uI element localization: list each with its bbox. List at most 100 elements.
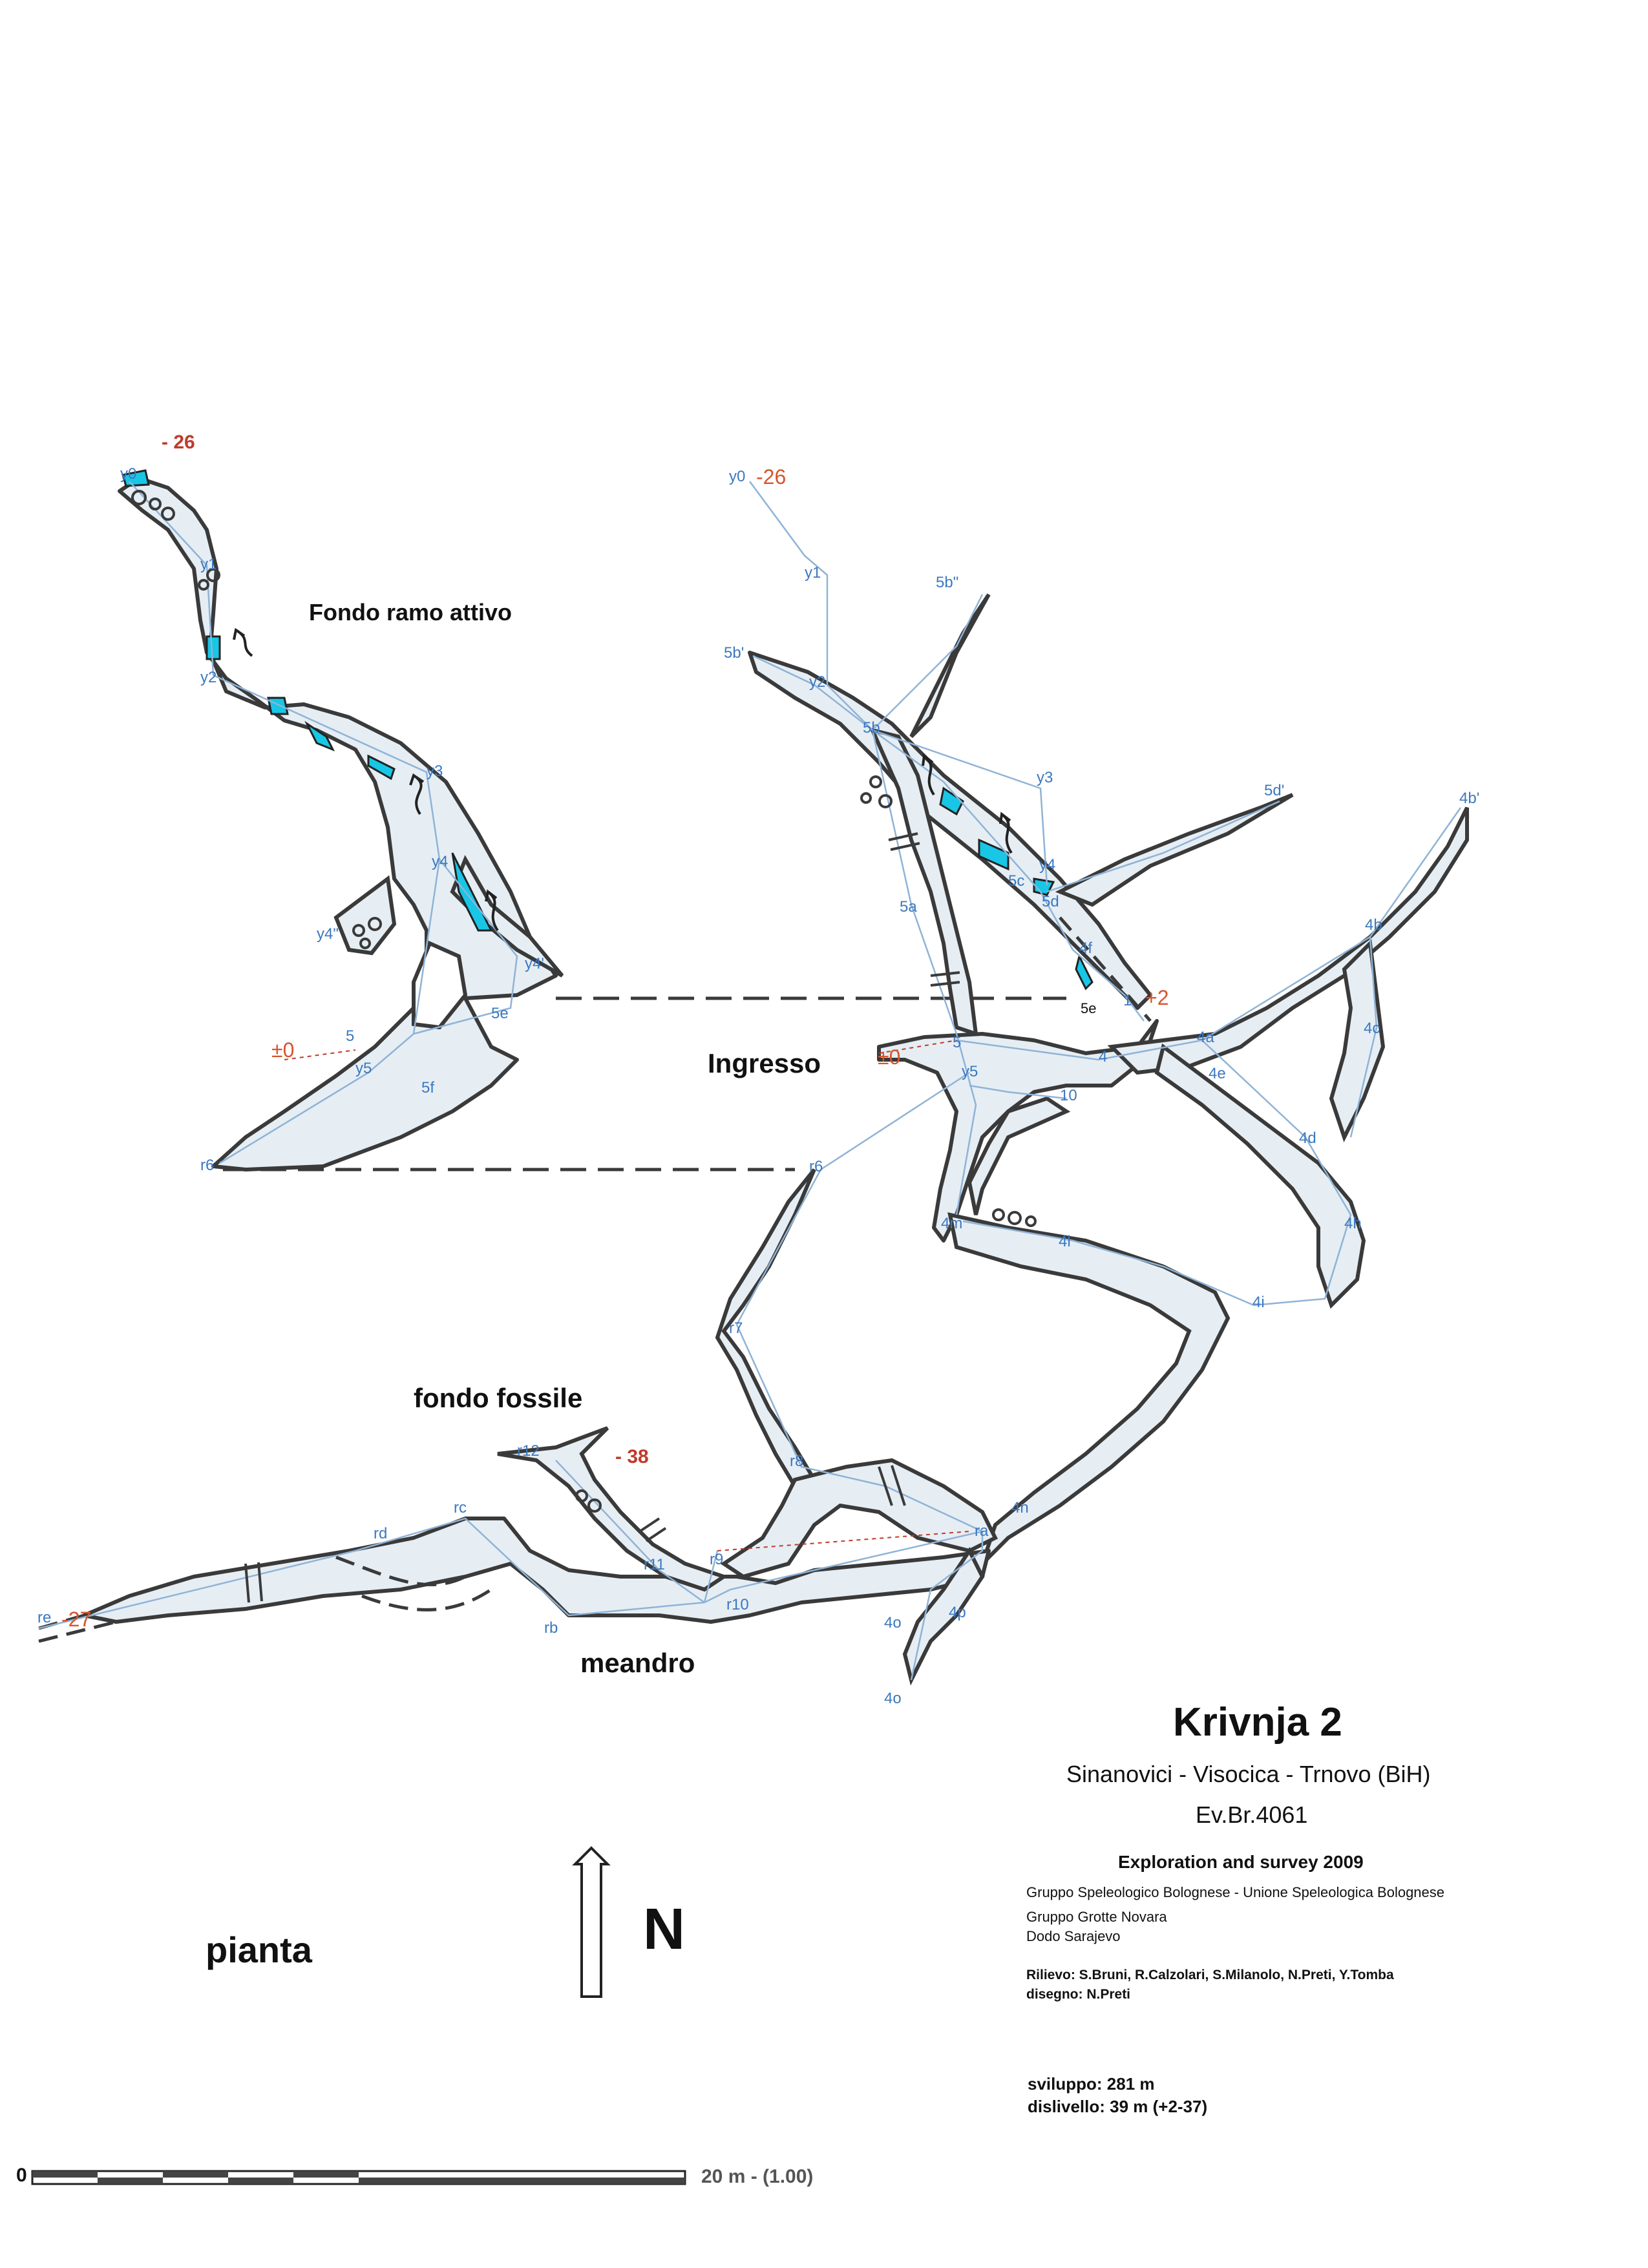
map-exploration: Exploration and survey 2009 <box>1118 1852 1364 1872</box>
station-label: 4o <box>884 1614 902 1632</box>
depth-mark: ±0 <box>878 1045 901 1069</box>
station-label: 5e <box>1081 1000 1097 1016</box>
depth-mark: -27 <box>61 1608 92 1631</box>
station-label: rc <box>454 1499 467 1517</box>
depth-mark: ±0 <box>271 1038 295 1062</box>
station-label: 5c <box>1008 872 1025 890</box>
side-branch-y4d <box>450 855 564 978</box>
water-pool <box>1075 953 1093 991</box>
survey-network <box>38 481 1462 1681</box>
passage-4i <box>947 1212 1231 1566</box>
active-branch-section <box>118 469 1066 1171</box>
station-label: 5a <box>900 898 917 916</box>
branch-5b2 <box>909 593 991 739</box>
station-label: y5 <box>962 1063 978 1080</box>
station-label: y4' <box>525 955 544 972</box>
area-label-active-bottom: Fondo ramo attivo <box>309 599 512 625</box>
water-pool <box>267 697 289 715</box>
station-label: r9 <box>710 1551 724 1568</box>
station-label: 5f <box>421 1079 435 1097</box>
entrance-hall <box>877 1019 1159 1243</box>
station-label: y1 <box>200 556 217 573</box>
station-label: ra <box>975 1522 989 1540</box>
station-label: 4b' <box>1459 790 1480 807</box>
flow-arrow <box>409 773 425 815</box>
north-label: N <box>643 1897 685 1962</box>
survey-line <box>413 859 518 1035</box>
station-label: r6 <box>809 1158 823 1175</box>
station-label: 4l <box>1059 1233 1071 1250</box>
station-label: y4 <box>1039 856 1056 874</box>
water-pool <box>206 635 221 660</box>
side-branch-y4dd <box>333 875 397 956</box>
station-label: 4h <box>1344 1215 1362 1232</box>
meander-passage <box>82 1517 991 1624</box>
station-label: 4e <box>1209 1065 1226 1082</box>
station-label: y4" <box>317 925 339 943</box>
station-label: r11 <box>644 1556 665 1573</box>
passage-4d <box>1154 1043 1366 1309</box>
station-label: y5 <box>355 1060 372 1077</box>
area-label-fossil-bottom: fondo fossile <box>414 1383 583 1413</box>
station-label: r8 <box>790 1453 804 1470</box>
branch-5d <box>1055 793 1294 907</box>
survey-red <box>284 1040 970 1551</box>
area-label-entrance: Ingresso <box>708 1048 821 1078</box>
scale-start-label: 0 <box>16 2165 27 2186</box>
loop-10 <box>967 1096 1071 1215</box>
station-label: 5d <box>1042 893 1059 910</box>
station-label: re <box>37 1609 52 1626</box>
station-label: 1 <box>1123 992 1132 1009</box>
water-pool <box>978 838 1009 871</box>
station-label: 4i <box>1252 1294 1265 1311</box>
depth-mark: - 38 <box>615 1446 649 1467</box>
hall-r8 <box>720 1458 998 1579</box>
station-label: y3 <box>1037 769 1053 786</box>
drawing-credit: disegno: N.Preti <box>1026 1987 1131 2002</box>
group-credit: Dodo Sarajevo <box>1026 1928 1121 1944</box>
station-label: 5e <box>491 1005 509 1022</box>
station-label: 5b" <box>936 574 959 591</box>
north-arrow-icon <box>572 1846 611 1998</box>
station-label: rd <box>374 1525 388 1542</box>
flow-arrow <box>485 889 499 932</box>
station-label: y3 <box>427 762 443 780</box>
depth-mark: +2 <box>1145 986 1169 1009</box>
scale-end-label: 20 m - (1.00) <box>701 2166 814 2187</box>
floor-rocks <box>575 775 1037 1513</box>
station-label: r10 <box>726 1596 749 1613</box>
station-label: 10 <box>1060 1087 1077 1104</box>
cave-length: sviluppo: 281 m <box>1028 2074 1155 2094</box>
station-label: 4f <box>1079 940 1093 957</box>
station-label: r6 <box>200 1157 215 1174</box>
station-label: 5b' <box>724 644 745 662</box>
high-dashed-passage <box>1059 916 1152 1022</box>
depth-mark: - 26 <box>162 432 195 453</box>
station-label: y0 <box>729 468 746 485</box>
station-label: 4p <box>949 1604 966 1621</box>
station-label: 5 <box>346 1027 355 1045</box>
station-label: 5b <box>863 719 880 737</box>
station-label: 4c <box>1364 1020 1380 1037</box>
survey-credit: Rilievo: S.Bruni, R.Calzolari, S.Milanol… <box>1026 1968 1394 1982</box>
group-credit: Gruppo Speleologico Bolognese - Unione S… <box>1026 1884 1445 1900</box>
station-label: 4d <box>1299 1129 1316 1147</box>
station-label: 4a <box>1197 1029 1214 1046</box>
station-label: rb <box>544 1619 558 1637</box>
active-branch-passage <box>118 476 558 1171</box>
station-label: y1 <box>805 564 821 582</box>
passage-bands <box>244 832 960 1603</box>
depth-mark: -26 <box>756 465 787 488</box>
station-label: 5d' <box>1264 782 1285 799</box>
water-pool <box>367 754 396 781</box>
station-label: r12 <box>517 1442 540 1460</box>
flow-arrow <box>233 627 253 657</box>
station-label: 4m <box>941 1215 963 1232</box>
station-label: 4b <box>1365 916 1382 934</box>
station-label: 5 <box>953 1034 962 1051</box>
station-label: y2 <box>809 673 826 691</box>
main-cave-section <box>38 481 1469 1686</box>
cave-depth: dislivello: 39 m (+2-37) <box>1028 2097 1208 2116</box>
map-registry: Ev.Br.4061 <box>1196 1801 1308 1828</box>
